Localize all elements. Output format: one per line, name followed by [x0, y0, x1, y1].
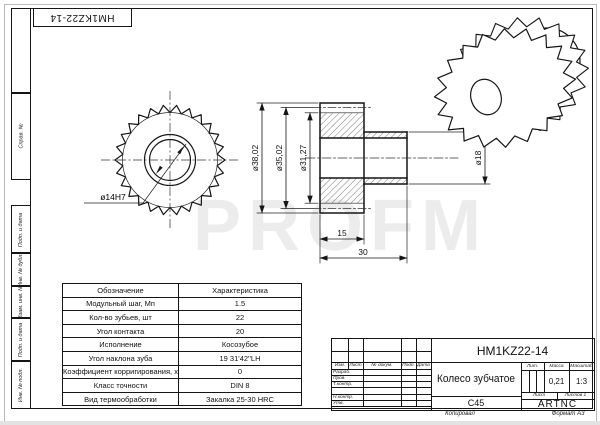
sign-row-tkontr: Т.контр.: [333, 381, 353, 387]
scale-label: Масштаб: [570, 363, 593, 369]
dim-hub-diameter: ø18: [473, 150, 483, 165]
scale-value: 1:3: [575, 376, 588, 386]
param-value: 0: [178, 364, 302, 380]
margin-box-vzam-inv: Взам. инв. №: [11, 285, 31, 319]
sheet-label: Лист: [532, 393, 546, 398]
margin-box-podp-data-2: Подп. и дата: [11, 317, 31, 362]
sign-row-razrab: Разраб.: [333, 369, 351, 375]
mass-value: 0,21: [548, 376, 565, 386]
param-name: Коэффициент корригирования, х: [62, 364, 179, 380]
param-value: 22: [178, 310, 302, 325]
param-header-value: Характеристика: [178, 283, 302, 298]
sign-row-nkontr: Н.контр.: [333, 394, 354, 400]
copied-label: Копировал: [445, 411, 475, 417]
margin-box-inv-podl: Инв. № подл.: [11, 360, 31, 409]
param-name: Модульный шаг, Мп: [62, 296, 179, 312]
param-name: Кол-во зубьев, шт: [62, 310, 179, 325]
col-izm: Изм.: [334, 363, 346, 368]
margin-box-sprav-no: Справ. №: [11, 92, 31, 180]
material: C45: [467, 398, 485, 408]
mass-label: Масса: [549, 363, 564, 369]
param-name: Угол контакта: [62, 323, 179, 339]
param-name: Класс точности: [62, 378, 179, 393]
margin-box-podp-data-1: Подп. и дата: [11, 205, 31, 254]
param-header-name: Обозначение: [62, 283, 179, 298]
param-value: Косозубое: [178, 337, 302, 352]
isometric-view: [433, 17, 590, 148]
margin-box-inv-dubl: Инв. № дубл.: [11, 252, 31, 287]
dim-bore: ø14H7: [100, 192, 126, 202]
dim-tip-diameter: ø38,02: [250, 144, 260, 171]
sheets-label: Листов 1: [564, 393, 587, 398]
front-view: ø14H7: [84, 91, 239, 229]
param-value: 19 31'42''LH: [178, 350, 302, 366]
col-podp: Подп.: [402, 363, 415, 368]
col-list: Лист: [349, 363, 362, 368]
part-number-stamp: HM1KZ22-14: [33, 8, 132, 27]
gear-parameter-table: Обозначение Характеристика Модульный шаг…: [62, 283, 302, 407]
param-name: Исполнение: [62, 337, 179, 352]
param-value: 1.5: [178, 296, 302, 312]
param-name: Угол наклона зуба: [62, 350, 179, 366]
lit-label: Лит.: [526, 363, 539, 369]
sign-row-prov: Пров.: [333, 375, 346, 381]
dim-pitch-diameter: ø35,02: [274, 144, 284, 171]
param-value: DIN 8: [178, 378, 302, 393]
title-block: HM1KZ22-14 Колесо зубчатое C45 Лит. Масс…: [331, 338, 595, 411]
company-name: ARTNC: [537, 399, 578, 410]
margin-box-perv-primen: [11, 8, 31, 94]
part-name: Колесо зубчатое: [436, 373, 516, 385]
section-view: ø38,02 ø35,02 ø31,27 ø18 15 30: [250, 102, 491, 264]
part-number: HM1KZ22-14: [476, 343, 549, 358]
col-data: Дата: [417, 363, 430, 368]
dim-total-width: 30: [358, 247, 368, 257]
dim-root-diameter: ø31,27: [298, 144, 308, 171]
dim-face-width: 15: [337, 228, 347, 238]
param-value: 20: [178, 323, 302, 339]
sheet-shadow: [0, 421, 600, 425]
param-value: Закалка 25-30 HRC: [178, 391, 302, 407]
format-label: Формат А3: [551, 411, 585, 417]
col-dokum: № докум.: [371, 363, 393, 368]
param-name: Вид термообработки: [62, 391, 179, 407]
sign-row-utv: Утв.: [333, 400, 344, 406]
table-header-row: Обозначение Характеристика: [62, 283, 302, 298]
part-number-stamp-text: HM1KZ22-14: [50, 12, 115, 23]
